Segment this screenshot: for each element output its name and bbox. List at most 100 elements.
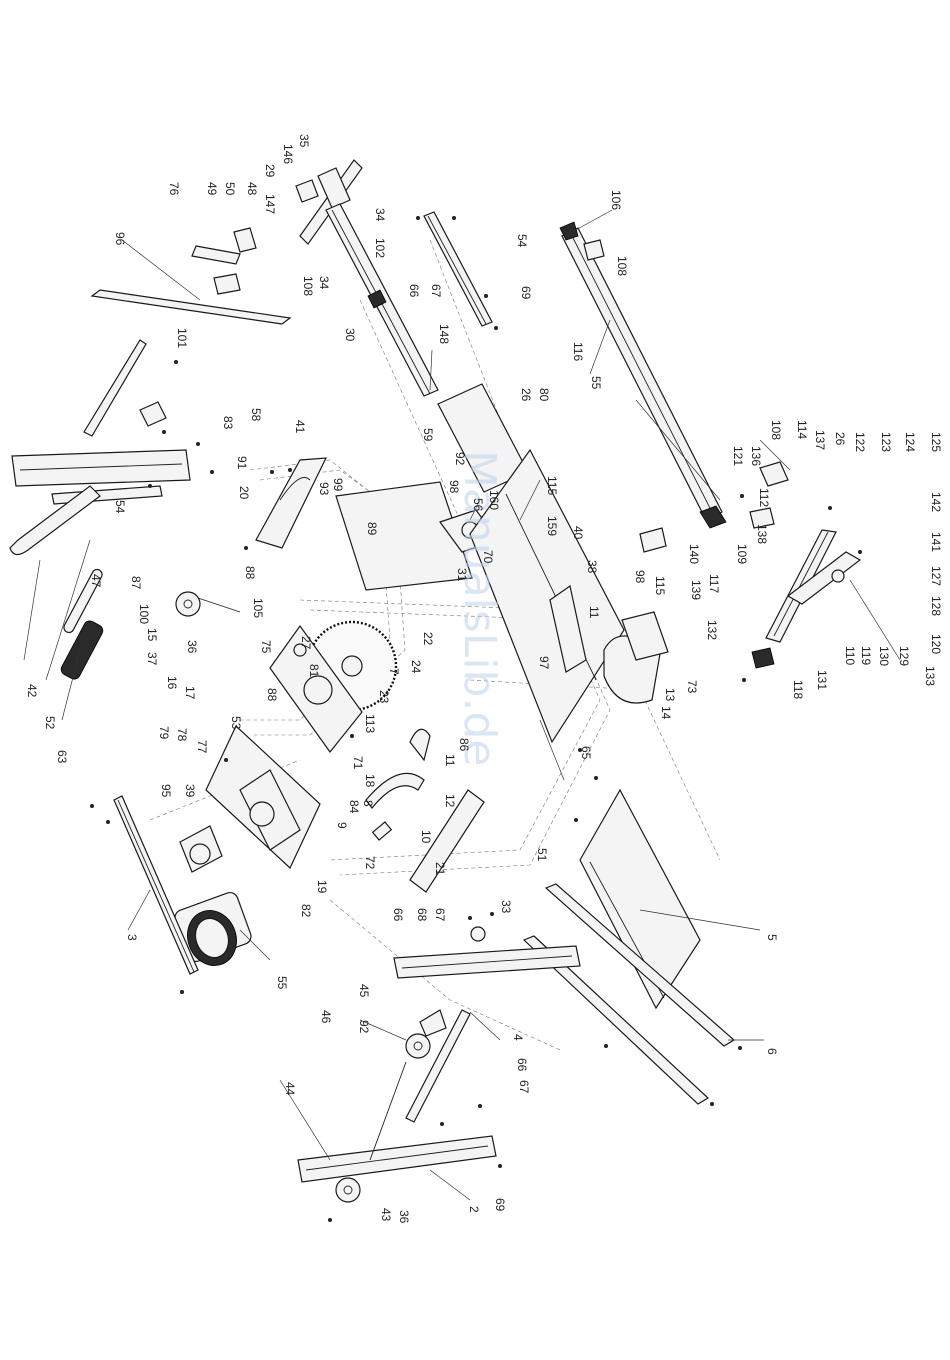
table-insert-plate	[335, 481, 473, 591]
part-label: 160	[487, 490, 501, 510]
part-label: 73	[685, 680, 699, 694]
part-label: 68	[415, 908, 429, 922]
part-label: 116	[571, 342, 585, 361]
part-label: 58	[249, 408, 263, 422]
part-label: 52	[43, 716, 57, 730]
part-label: 66	[407, 284, 421, 298]
part-label: 54	[515, 234, 529, 248]
part-label: 3	[125, 934, 139, 941]
part-label: 65	[579, 746, 593, 760]
side-support-arm-left	[90, 227, 292, 325]
part-label: 27	[299, 636, 313, 650]
part-label: 79	[157, 726, 171, 740]
part-label: 21	[433, 862, 447, 876]
part-label: 41	[293, 420, 307, 434]
part-label: 115	[653, 576, 667, 595]
motor-mount-plate	[205, 725, 321, 869]
part-label: 11	[587, 606, 601, 619]
part-label: 55	[589, 376, 603, 390]
part-label: 67	[517, 1080, 531, 1094]
part-label: 89	[365, 522, 379, 536]
part-label: 8	[361, 800, 375, 807]
part-label: 72	[363, 856, 377, 870]
sliding-fence-right	[749, 461, 862, 669]
part-label: 63	[55, 750, 69, 764]
part-label: 91	[235, 456, 249, 470]
part-label: 96	[113, 232, 127, 246]
part-label: 75	[259, 640, 273, 654]
dust-port	[179, 825, 223, 873]
part-label: 112	[757, 488, 771, 507]
part-label: 44	[283, 1082, 297, 1096]
part-label: 127	[929, 566, 943, 586]
part-label: 86	[457, 738, 471, 752]
miter-gauge	[603, 527, 669, 704]
part-labels: 106 54 108 116 55 35 146 29 147 48 50 49…	[25, 134, 943, 1224]
part-label: 119	[859, 646, 873, 665]
part-label: 47	[89, 574, 103, 588]
part-label: 40	[571, 526, 585, 540]
main-table	[469, 448, 625, 744]
part-label: 98	[447, 480, 461, 494]
part-label: 132	[705, 620, 719, 640]
left-leg-assembly	[11, 339, 191, 505]
fence-guide-assembly	[295, 159, 439, 397]
part-label: 11	[443, 754, 457, 767]
part-label: 124	[903, 432, 917, 452]
part-label: 39	[183, 784, 197, 798]
part-label: 131	[815, 670, 829, 690]
part-label: 26	[833, 432, 847, 446]
part-label: 66	[391, 908, 405, 922]
part-label: 88	[265, 688, 279, 702]
part-label: 117	[707, 574, 721, 593]
extension-rail-top	[423, 211, 493, 327]
part-label: 13	[663, 688, 677, 702]
part-label: 77	[195, 740, 209, 754]
part-label: 23	[377, 690, 391, 704]
part-label: 81	[307, 664, 321, 678]
part-label: 146	[281, 144, 295, 164]
part-label: 18	[363, 774, 377, 788]
part-label: 147	[263, 194, 277, 214]
part-label: 99	[331, 478, 345, 492]
watermark: ManualsLib.de	[454, 450, 505, 766]
part-label: 71	[351, 756, 365, 770]
part-label: 130	[877, 646, 891, 666]
base-leg	[297, 1061, 497, 1203]
part-label: 10	[419, 830, 433, 844]
part-label: 35	[297, 134, 311, 148]
extension-table	[579, 788, 701, 1010]
part-label: 34	[373, 208, 387, 222]
part-label: 33	[499, 900, 513, 914]
part-label: 102	[373, 238, 387, 258]
part-label: 9	[335, 822, 349, 829]
fasteners	[90, 216, 862, 1222]
blade-guard-bracket	[255, 457, 327, 549]
part-label: 54	[113, 500, 127, 514]
part-label: 2	[467, 1206, 481, 1213]
part-label: 100	[137, 604, 151, 624]
part-label: 108	[769, 420, 783, 440]
part-label: 51	[535, 848, 549, 862]
part-label: 108	[615, 256, 629, 276]
part-label: 14	[659, 706, 673, 720]
part-label: 30	[343, 328, 357, 342]
part-label: 114	[795, 420, 809, 439]
part-label: 93	[317, 482, 331, 496]
part-label: 7	[387, 668, 401, 675]
part-label: 17	[183, 686, 197, 700]
part-label: 88	[243, 566, 257, 580]
lower-side-bracket	[409, 789, 486, 942]
part-label: 66	[515, 1058, 529, 1072]
part-label: 76	[167, 182, 181, 196]
part-label: 82	[299, 904, 313, 918]
part-label: 140	[687, 544, 701, 564]
part-label: 42	[25, 684, 39, 698]
height-handwheel	[175, 591, 241, 617]
part-label: 29	[263, 164, 277, 178]
part-label: 115	[545, 476, 559, 495]
part-label: 24	[409, 660, 423, 674]
part-label: 4	[511, 1034, 525, 1041]
part-label: 123	[879, 432, 893, 452]
part-label: 110	[843, 646, 857, 665]
